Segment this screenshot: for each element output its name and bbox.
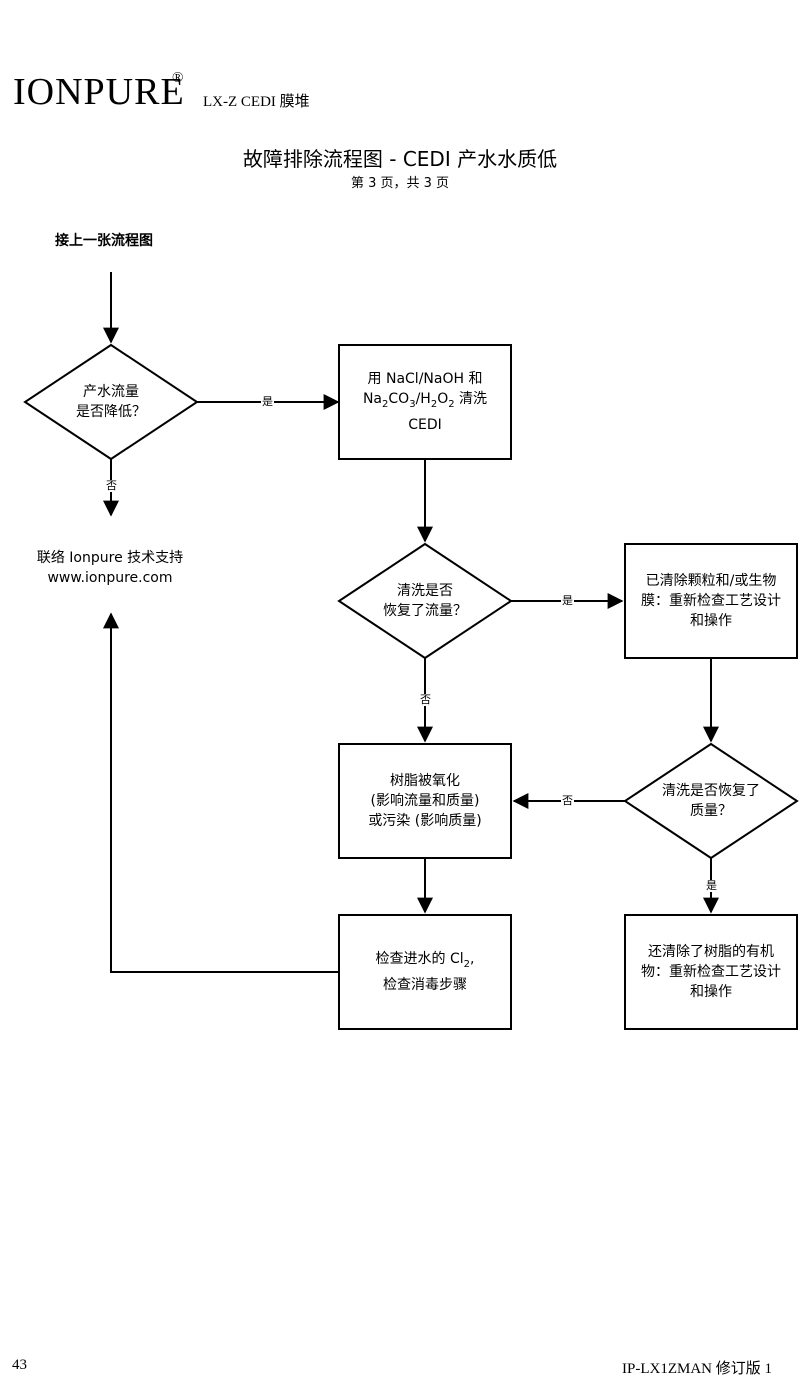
- box3-line2: (影响流量和质量): [370, 793, 480, 809]
- product-name: LX-Z CEDI 膜堆: [203, 94, 310, 110]
- box2-line3: 和操作: [690, 613, 732, 629]
- d2-line2: 恢复了流量？: [383, 603, 467, 619]
- edge-label-d1-no: 否: [105, 479, 118, 492]
- contact-line1: 联络 Ionpure 技术支持: [36, 550, 184, 566]
- brand-logo-text: IONPURE: [13, 71, 185, 113]
- edge-label-d1-yes: 是: [261, 395, 274, 408]
- edge-label-d2-yes: 是: [561, 594, 574, 607]
- d2-line1: 清洗是否: [397, 583, 453, 599]
- box1-line3: CEDI: [408, 416, 442, 433]
- edge-box4-contact: [103, 612, 339, 973]
- box1-line1: 用 NaCl/NaOH 和: [367, 371, 483, 388]
- d1-line2: 是否降低？: [76, 404, 146, 420]
- edge-label-d2-no: 否: [419, 693, 432, 706]
- contact-url: www.ionpure.com: [47, 570, 173, 586]
- page-title: 故障排除流程图 - CEDI 产水水质低: [242, 147, 558, 171]
- box-organics-removed: [624, 914, 798, 1030]
- page-subtitle: 第 3 页，共 3 页: [350, 176, 450, 191]
- continued-from-label: 接上一张流程图: [55, 233, 153, 249]
- d1-line1: 产水流量: [83, 384, 139, 400]
- document-reference: IP-LX1ZMAN 修订版 1: [622, 1361, 772, 1377]
- d3-line1: 清洗是否恢复了: [662, 783, 760, 799]
- box5-line2: 物：重新检查工艺设计: [641, 964, 781, 980]
- box5-line3: 和操作: [690, 984, 732, 1000]
- contact-support-text: 联络 Ionpure 技术支持 www.ionpure.com: [20, 548, 200, 588]
- d3-line2: 质量？: [690, 803, 732, 819]
- box-clean-cedi-text: 用 NaCl/NaOH 和 Na2CO3/H2O2 清洗 CEDI: [343, 349, 507, 455]
- decision-flow-restored-text: 清洗是否 恢复了流量？: [355, 579, 495, 623]
- decision-flow-drop-text: 产水流量 是否降低？: [45, 380, 177, 424]
- box4-line2: 检查消毒步骤: [382, 976, 467, 993]
- box-organics-removed-text: 还清除了树脂的有机 物：重新检查工艺设计 和操作: [629, 919, 793, 1025]
- edge-label-d3-yes: 是: [705, 879, 718, 892]
- box4-line1: 检查进水的 Cl2,: [375, 951, 475, 970]
- edge-label-d3-no: 否: [561, 794, 574, 807]
- box-check-cl2-text: 检查进水的 Cl2, 检查消毒步骤: [343, 919, 507, 1025]
- registered-mark: ®: [172, 70, 184, 86]
- decision-quality-restored-text: 清洗是否恢复了 质量？: [641, 779, 781, 823]
- box-resin-oxidized-text: 树脂被氧化 (影响流量和质量) 或污染 (影响质量): [343, 748, 507, 854]
- box3-line3: 或污染 (影响质量): [368, 813, 482, 829]
- box2-line1: 已清除颗粒和/或生物: [645, 573, 777, 589]
- box-particles-cleared-text: 已清除颗粒和/或生物 膜：重新检查工艺设计 和操作: [629, 548, 793, 654]
- page-number: 43: [12, 1357, 27, 1373]
- box3-line1: 树脂被氧化: [390, 773, 460, 789]
- box5-line1: 还清除了树脂的有机: [648, 944, 774, 960]
- box2-line2: 膜：重新检查工艺设计: [641, 593, 781, 609]
- box1-line2: Na2CO3/H2O2 清洗: [362, 391, 488, 410]
